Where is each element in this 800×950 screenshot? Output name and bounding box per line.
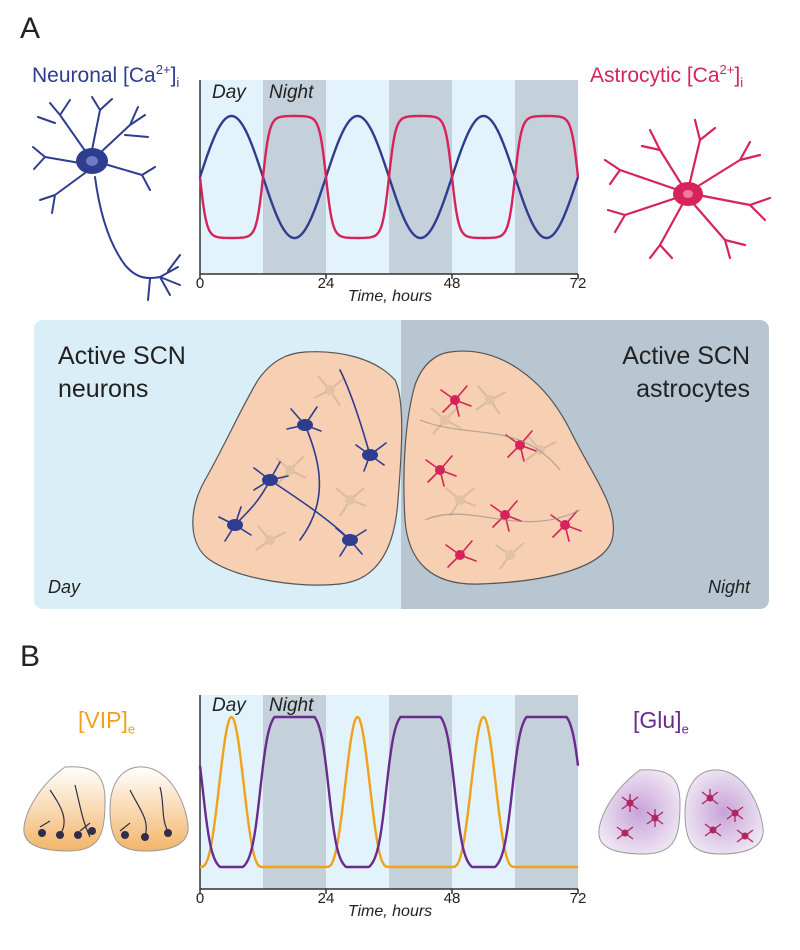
astrocytic-title-sub: i [740,75,744,91]
chart-a-night-band-2 [389,80,452,274]
chart-b-tick-0: 0 [195,890,205,907]
chart-a-night-band-1 [263,80,326,274]
vip-title-main: [VIP] [78,707,128,733]
astrocytic-title-close: ] [734,64,741,87]
panel-a-letter: A [20,12,41,45]
chart-b-tick-48: 48 [443,890,461,907]
scn-right-title-line1: Active SCN [622,342,750,370]
scn-left-title-line1: Active SCN [58,342,186,370]
astrocyte-illustration [603,118,772,260]
chart-b-night-band-1 [263,695,326,889]
chart-a-night-label: Night [269,82,314,103]
chart-a-tick-48: 48 [443,275,461,292]
glu-scn-icon [598,769,764,855]
chart-b-night-band-3 [515,695,578,889]
neuronal-title-close: ] [170,64,177,87]
chart-b-series-1-line [199,715,578,869]
chart-a-day-label: Day [212,82,246,103]
scn-right-title: Active SCN astrocytes [590,340,750,406]
chart-a-tick-24: 24 [317,275,335,292]
chart-b-tick-24: 24 [317,890,335,907]
glu-title-main: [Glu] [633,707,682,733]
panel-b-letter: B [20,640,41,673]
scn-left-title: Active SCN neurons [58,340,186,406]
chart-b-tick-72: 72 [569,890,587,907]
neuron-illustration [32,96,181,301]
glu-title: [Glu]e [633,707,689,737]
chart-a-tick-0: 0 [195,275,205,292]
neuronal-calcium-title: Neuronal [Ca2+]i [32,62,179,90]
scn-day-corner-label: Day [48,577,81,597]
astrocytic-title-sup: 2+ [719,62,735,77]
chart-a-tick-72: 72 [569,275,587,292]
neuronal-title-sub: i [176,75,180,91]
scn-left-title-line2: neurons [58,375,149,403]
chart-b-xlabel: Time, hours [347,903,433,920]
chart-b-series-2-line [198,715,580,869]
scn-night-corner-label: Night [708,577,751,597]
astrocytic-calcium-title: Astrocytic [Ca2+]i [590,62,743,90]
chart-b-night-label: Night [269,695,314,716]
scn-right-title-line2: astrocytes [636,375,750,403]
astrocytic-title-main: Astrocytic [Ca [590,64,720,87]
vip-scn-icon [23,766,189,852]
chart-a-night-band-3 [515,80,578,274]
neuronal-title-main: Neuronal [Ca [32,64,156,87]
glu-title-sub: e [681,721,689,737]
neuronal-title-sup: 2+ [155,62,171,77]
chart-b-night-band-2 [389,695,452,889]
vip-title: [VIP]e [78,707,135,737]
scn-left-lobe [192,351,403,586]
chart-a-series-2-line [198,114,580,240]
vip-title-sub: e [127,721,136,737]
chart-a-xlabel: Time, hours [347,288,433,305]
chart-b-day-label: Day [212,695,246,716]
